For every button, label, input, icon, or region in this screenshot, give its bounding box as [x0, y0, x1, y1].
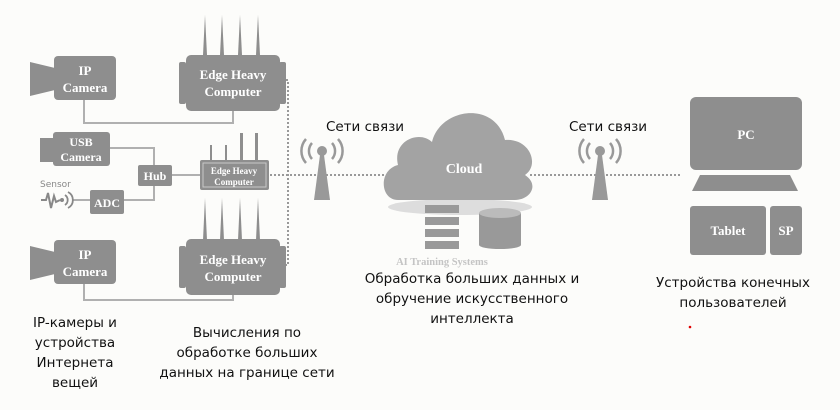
svg-text:Сети связи: Сети связи: [326, 119, 404, 135]
ai-training-label: AI Training Systems: [396, 257, 488, 268]
svg-text:Computer: Computer: [214, 177, 254, 187]
antenna-tower-right: Сети связи: [569, 119, 647, 200]
antenna-tower-left: Сети связи: [300, 119, 404, 200]
svg-text:Camera: Camera: [60, 150, 101, 164]
edge-caption: Вычисления по обработке больших данных н…: [159, 325, 334, 381]
tablet: Tablet: [690, 206, 766, 255]
svg-text:Сети связи: Сети связи: [569, 119, 647, 135]
pc: PC: [690, 97, 802, 191]
svg-text:Интернета: Интернета: [37, 355, 114, 371]
svg-text:Sensor: Sensor: [40, 180, 71, 190]
svg-text:Вычисления по: Вычисления по: [193, 325, 301, 341]
svg-text:Hub: Hub: [144, 169, 167, 183]
database-icon: [479, 208, 521, 249]
svg-text:IP: IP: [79, 247, 92, 262]
svg-text:Обработка больших данных и: Обработка больших данных и: [365, 271, 580, 287]
cloud-caption: Обработка больших данных и обручение иск…: [365, 271, 580, 327]
svg-text:данных на границе сети: данных на границе сети: [159, 365, 334, 381]
adc: ADC: [90, 190, 124, 214]
svg-text:Camera: Camera: [63, 80, 108, 95]
users-caption: Устройства конечных пользователей: [656, 275, 810, 311]
svg-text:пользователей: пользователей: [679, 295, 786, 311]
svg-text:Edge Heavy: Edge Heavy: [200, 252, 267, 267]
svg-text:обручение искусственного: обручение искусственного: [376, 291, 568, 307]
red-dot: [688, 325, 692, 329]
svg-text:PC: PC: [737, 127, 754, 142]
smartphone: SP: [770, 206, 802, 255]
svg-text:IP-камеры и: IP-камеры и: [33, 315, 117, 331]
svg-text:Cloud: Cloud: [446, 162, 483, 177]
svg-text:интеллекта: интеллекта: [430, 311, 514, 327]
svg-text:SP: SP: [778, 223, 793, 238]
ip-camera-2: IP Camera: [30, 240, 116, 284]
sensor: Sensor: [40, 180, 74, 209]
cloud: Cloud: [383, 113, 533, 215]
hub: Hub: [138, 165, 172, 186]
iot-caption: IP-камеры и устройства Интернета вещей: [33, 315, 117, 391]
edge-heavy-computer-2: Edge Heavy Computer: [200, 133, 269, 190]
svg-text:Устройства конечных: Устройства конечных: [656, 275, 810, 291]
svg-text:Computer: Computer: [204, 84, 261, 99]
svg-text:вещей: вещей: [52, 375, 98, 391]
edge-heavy-computer-3: Edge Heavy Computer: [179, 198, 286, 295]
svg-text:Computer: Computer: [204, 269, 261, 284]
wires: [72, 100, 234, 301]
server-rack-icon: [425, 205, 459, 249]
usb-camera: USB Camera: [40, 132, 110, 166]
svg-text:IP: IP: [79, 63, 92, 78]
svg-text:обработке больших: обработке больших: [177, 345, 318, 361]
svg-text:устройства: устройства: [35, 335, 115, 351]
svg-text:Tablet: Tablet: [711, 223, 747, 238]
svg-text:Edge Heavy: Edge Heavy: [200, 67, 267, 82]
svg-text:Camera: Camera: [63, 264, 108, 279]
svg-text:USB: USB: [69, 135, 92, 149]
svg-text:ADC: ADC: [94, 196, 120, 210]
svg-text:Edge Heavy: Edge Heavy: [211, 166, 258, 176]
edge-heavy-computer-1: Edge Heavy Computer: [179, 15, 286, 111]
sensor-wave-icon: [41, 192, 61, 209]
ip-camera-1: IP Camera: [30, 56, 116, 100]
